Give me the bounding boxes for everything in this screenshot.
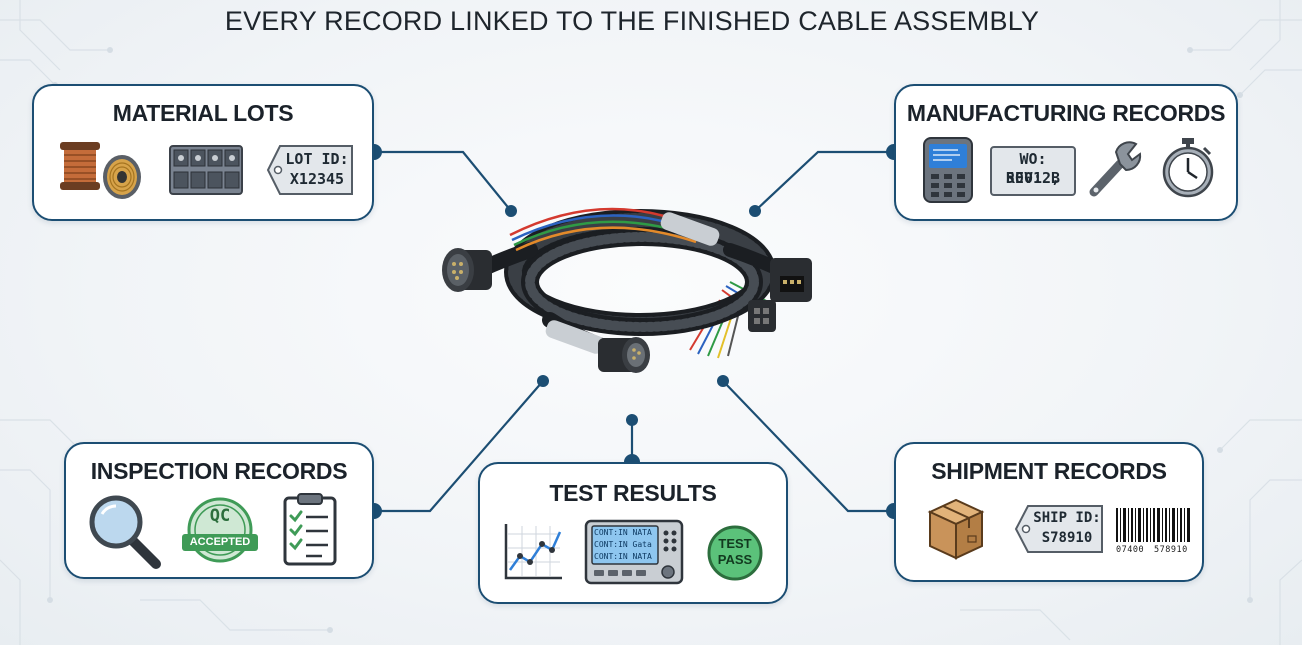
connector-dot: [537, 375, 549, 387]
stopwatch-icon: [1162, 138, 1214, 198]
line-chart-icon: [504, 524, 562, 580]
lot-id-value: X12345: [289, 170, 345, 188]
cardboard-box-icon: [927, 498, 985, 560]
magnifier-icon: [89, 495, 161, 569]
work-order-number: WO: 50012,: [1005, 150, 1061, 187]
lot-id-label: LOT ID:: [285, 150, 349, 168]
card-material-lots: MATERIAL LOTS LOT ID: X12345: [32, 84, 374, 221]
card-title: INSPECTION RECORDS: [90, 458, 348, 484]
card-test-results: TEST RESULTS CONT:IN NATA CONT:IN Gata C…: [478, 462, 788, 604]
page-title: EVERY RECORD LINKED TO THE FINISHED CABL…: [224, 6, 1040, 36]
ship-id-label: SHIP ID:: [1033, 510, 1101, 526]
card-title: TEST RESULTS: [549, 480, 717, 506]
connector-dot: [717, 375, 729, 387]
checklist-clipboard-icon: [283, 493, 337, 566]
connector-dot: [505, 205, 517, 217]
monitor-line-3: CONT:IN NATA: [594, 552, 652, 561]
card-title: MANUFACTURING RECORDS: [906, 100, 1226, 126]
qc-accepted-badge-icon: [182, 497, 258, 563]
wire-spool-icon: [60, 142, 100, 190]
handheld-scanner-icon: [923, 137, 973, 203]
card-title: MATERIAL LOTS: [112, 100, 294, 126]
wire-spool-icon: [103, 155, 141, 199]
wrench-icon: [1089, 141, 1142, 197]
card-title: SHIPMENT RECORDS: [931, 458, 1167, 484]
test-pass-line-1: TEST: [718, 536, 752, 551]
connector-inspection: [374, 380, 544, 513]
test-pass-line-2: PASS: [717, 552, 753, 567]
cable-assembly-icon: [442, 207, 812, 373]
ship-id-value: S78910: [1041, 530, 1093, 546]
terminal-block-icon: [169, 145, 243, 195]
connector-shipment: [722, 380, 894, 513]
barcode-number-right: 578910: [1154, 545, 1188, 555]
connector-dot: [749, 205, 761, 217]
connector-material-lots: [374, 150, 512, 212]
tag-icon: [266, 145, 353, 195]
connector-manufacturing: [754, 150, 894, 212]
test-monitor-icon: [584, 519, 684, 585]
accepted-text: ACCEPTED: [189, 536, 251, 548]
barcode-number-left: 07400: [1116, 545, 1145, 555]
tag-icon: [1014, 505, 1103, 553]
revision-value: REV: B: [1005, 169, 1061, 187]
card-inspection-records: INSPECTION RECORDS QC ACCEPTED: [64, 442, 374, 579]
card-shipment-records: SHIPMENT RECORDS SHIP ID: S78910 07400 5…: [894, 442, 1204, 582]
qc-text: QC: [209, 506, 231, 526]
work-order-label-icon: [990, 146, 1076, 196]
monitor-line-1: CONT:IN NATA: [594, 528, 652, 537]
test-pass-badge-icon: [707, 525, 763, 581]
connector-dot: [626, 414, 638, 426]
card-manufacturing-records: MANUFACTURING RECORDS WO: 50012, REV: B: [894, 84, 1238, 221]
barcode-icon: [1116, 508, 1190, 542]
monitor-line-2: CONT:IN Gata: [594, 540, 652, 549]
